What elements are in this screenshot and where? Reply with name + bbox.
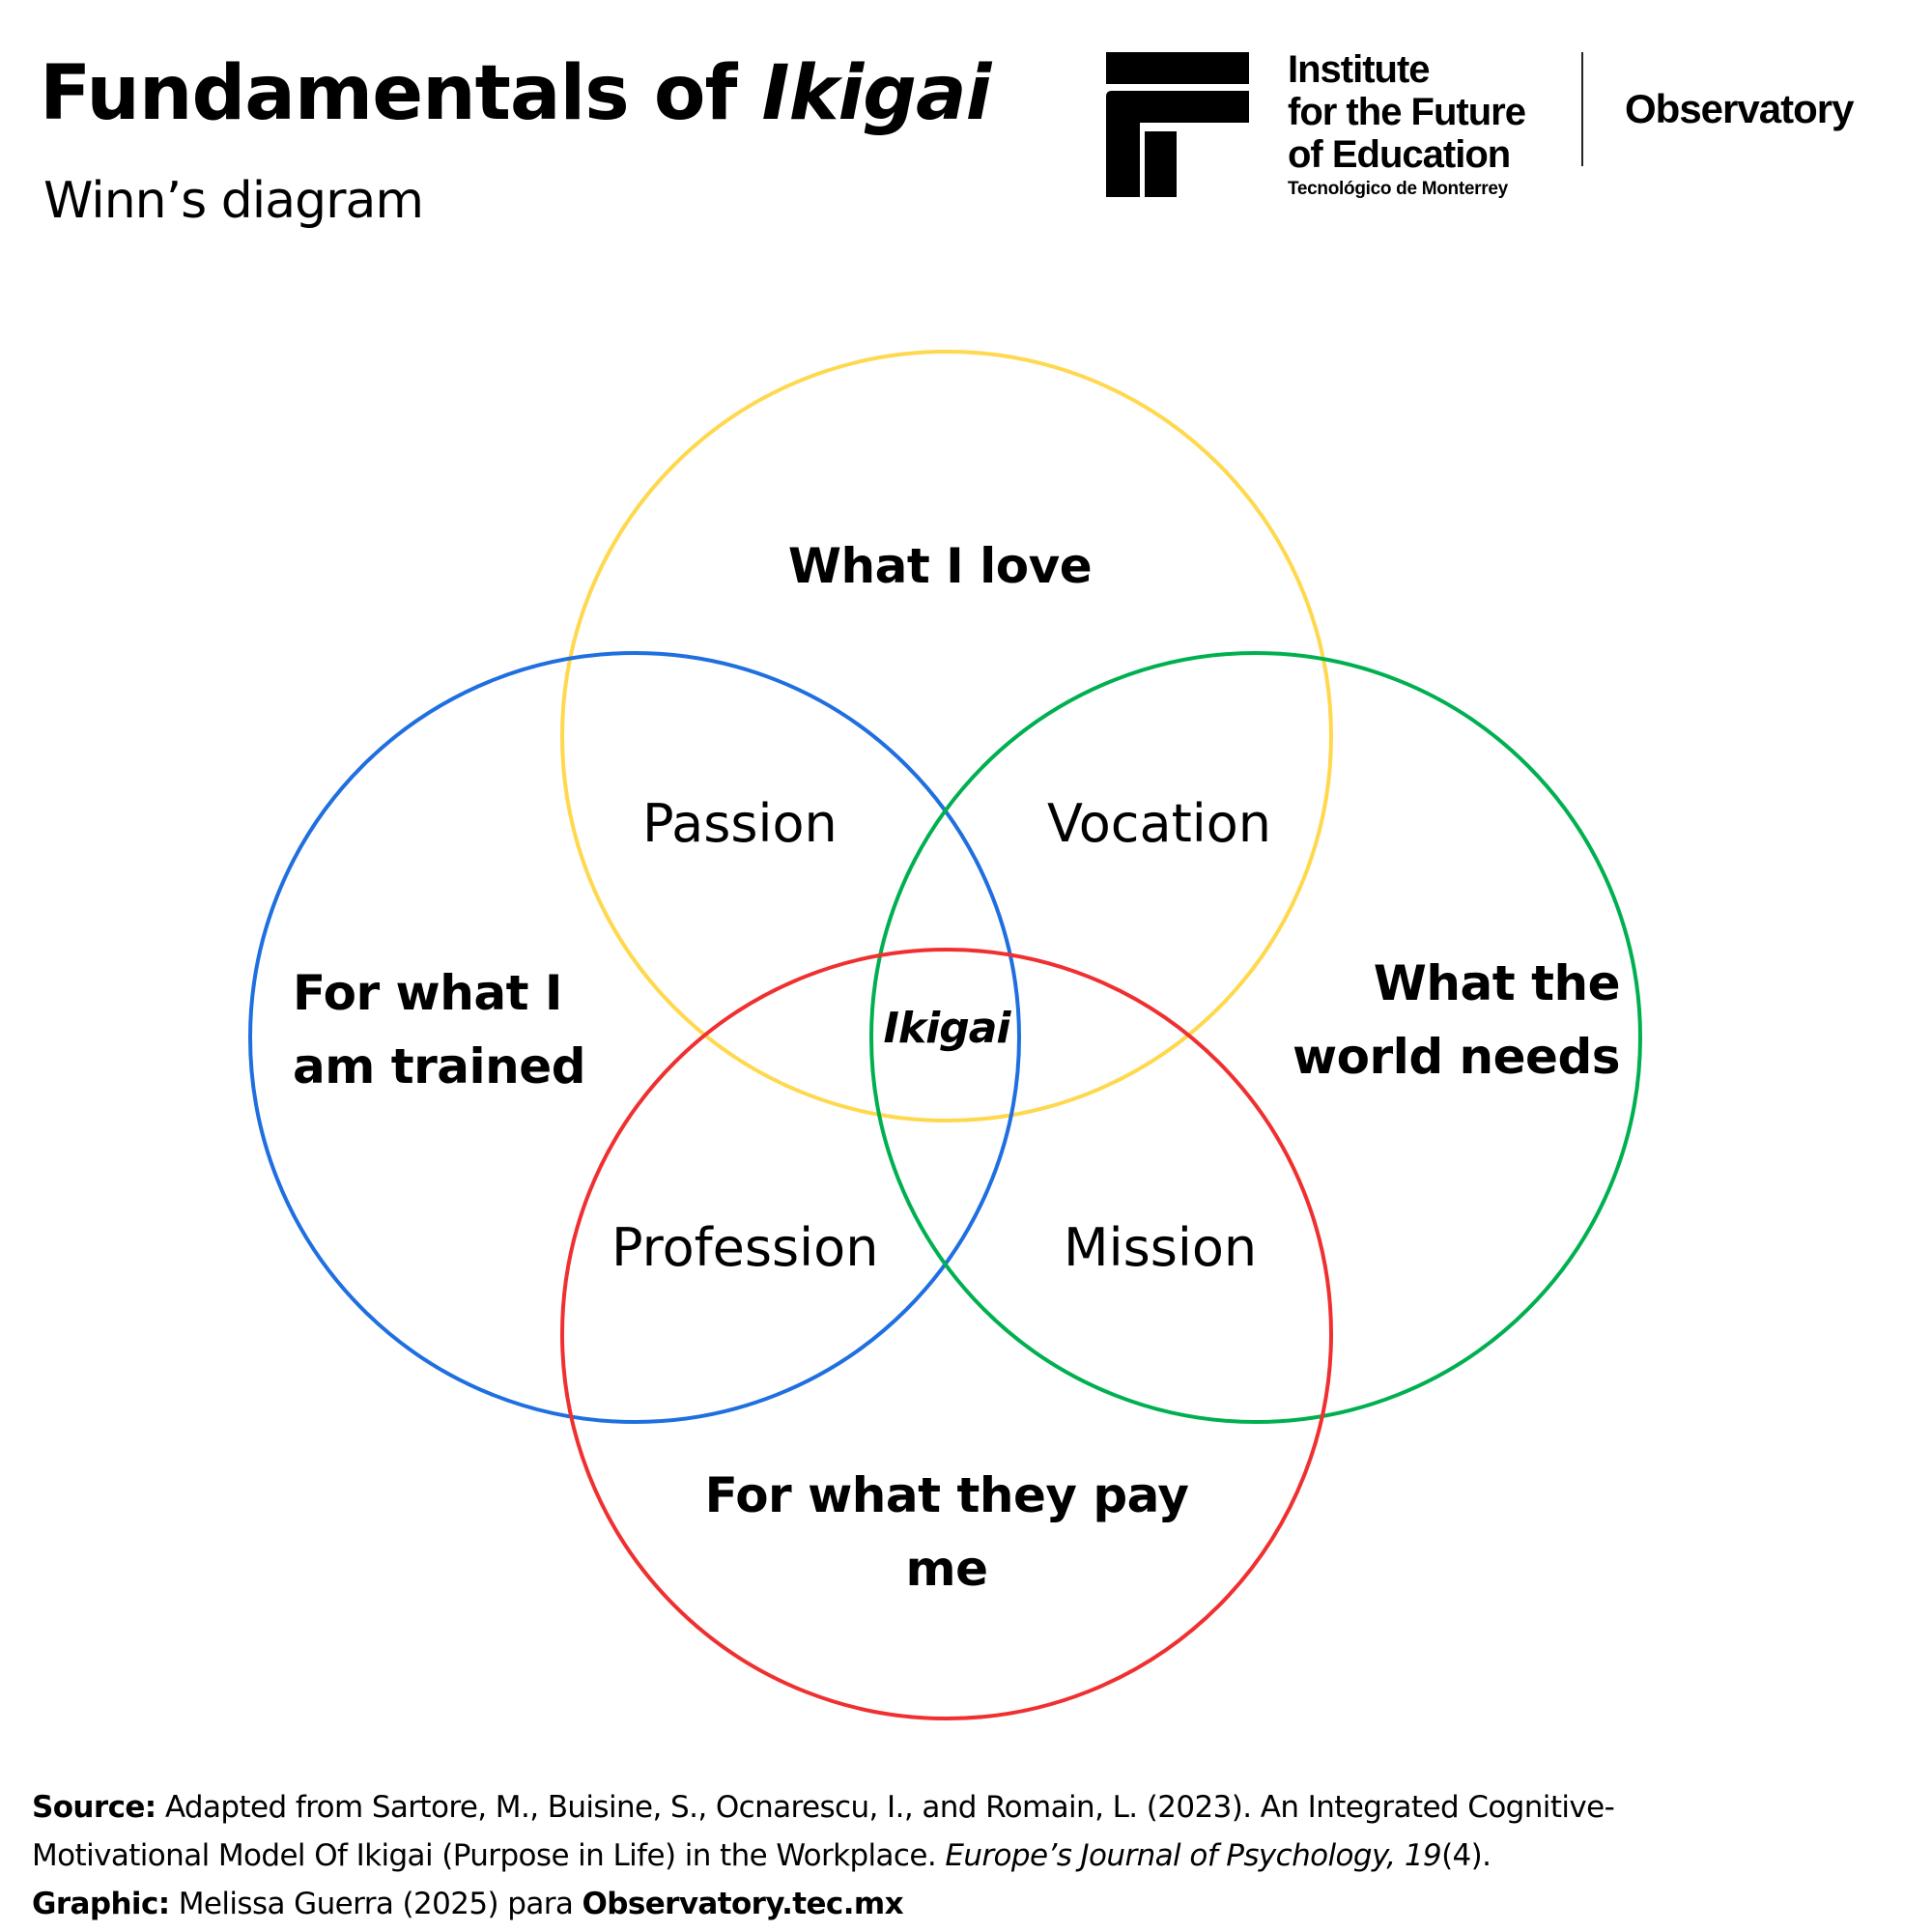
footer-citation: Source: Adapted from Sartore, M., Buisin… — [32, 1783, 1615, 1928]
circle-what-i-love — [560, 350, 1333, 1122]
circle-what-i-am-trained — [248, 651, 1021, 1424]
institute-logo-mark-icon — [1106, 52, 1249, 197]
source-label: Source: — [32, 1790, 156, 1825]
logo-text-line: Institute — [1288, 48, 1431, 91]
source-text: Adapted from Sartore, M., Buisine, S., O… — [156, 1790, 1615, 1825]
logo-bar-top — [1106, 52, 1249, 84]
circle-what-they-pay-me — [560, 948, 1333, 1720]
graphic-label: Graphic: — [32, 1887, 170, 1921]
footer-source-line-1: Source: Adapted from Sartore, M., Buisin… — [32, 1783, 1615, 1832]
graphic-text: Melissa Guerra (2025) para — [169, 1887, 582, 1921]
label-what-they-pay-me: For what they pay me — [704, 1467, 1189, 1597]
footer-source-line-2: Motivational Model Of Ikigai (Purpose in… — [32, 1832, 1614, 1880]
label-line: For what I — [293, 965, 562, 1021]
footer-graphic-line: Graphic: Melissa Guerra (2025) para Obse… — [32, 1880, 1614, 1928]
circle-what-the-world-needs — [869, 651, 1642, 1424]
label-mission: Mission — [1064, 1217, 1258, 1278]
logo-bar-l-shape — [1106, 91, 1249, 197]
journal-issue: (4). — [1441, 1838, 1492, 1873]
label-profession: Profession — [611, 1217, 879, 1278]
page-subtitle: Winn’s diagram — [43, 172, 424, 230]
logo-text-line: of Education — [1288, 133, 1511, 176]
label-line: What the — [1373, 955, 1621, 1011]
page-title: Fundamentals of Ikigai — [40, 56, 991, 131]
label-passion: Passion — [642, 793, 838, 854]
logo-text-line: for the Future — [1288, 91, 1526, 133]
label-what-the-world-needs: What the world needs — [1256, 947, 1621, 1094]
title-emphasis: Ikigai — [761, 50, 992, 137]
logo-divider — [1581, 52, 1583, 166]
logo-observatory: Observatory — [1625, 86, 1854, 131]
title-main: Fundamentals of — [40, 50, 762, 137]
label-vocation: Vocation — [1047, 793, 1272, 854]
label-ikigai-center: Ikigai — [883, 1004, 1011, 1053]
observatory-link[interactable]: Observatory.tec.mx — [582, 1887, 904, 1921]
logo-bar-small — [1145, 131, 1177, 197]
label-what-i-am-trained: For what I am trained — [293, 956, 585, 1103]
label-line: am trained — [293, 1038, 585, 1094]
source-text: Motivational Model Of Ikigai (Purpose in… — [32, 1838, 946, 1873]
label-what-i-love: What I love — [787, 538, 1093, 594]
journal-name: Europe’s Journal of Psychology, 19 — [945, 1838, 1442, 1873]
logo-text-subline: Tecnológico de Monterrey — [1288, 179, 1508, 199]
label-line: world needs — [1292, 1029, 1621, 1085]
